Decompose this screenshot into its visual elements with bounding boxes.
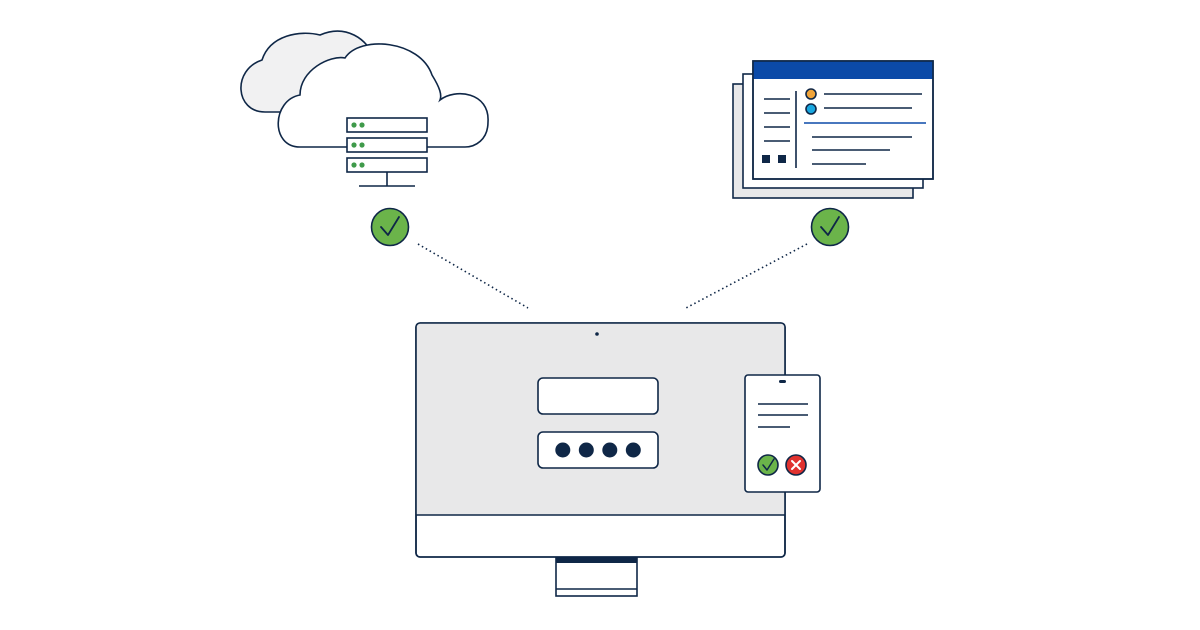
connector-cloud-to-desktop (417, 243, 529, 309)
deny-x-icon[interactable] (785, 454, 807, 476)
cloud-server-icon (240, 30, 489, 187)
server-rack-icon (346, 117, 428, 187)
app-window-stack-icon (732, 60, 934, 199)
password-dot (625, 442, 641, 458)
mobile-phone-icon (744, 374, 821, 493)
cyan-dot (805, 103, 817, 115)
password-dots (555, 442, 641, 458)
password-field[interactable] (537, 431, 659, 469)
connector-app-to-desktop (685, 243, 808, 309)
orange-dot (805, 88, 817, 100)
app-check-circle-icon (810, 207, 850, 247)
camera-dot (595, 332, 599, 336)
username-field[interactable] (537, 377, 659, 415)
cloud-check-circle-icon (370, 207, 410, 247)
connectors (417, 243, 808, 309)
phone-speaker (779, 380, 786, 383)
password-dot (602, 442, 618, 458)
password-dot (578, 442, 594, 458)
approve-check-icon[interactable] (757, 454, 779, 476)
password-dot (555, 442, 571, 458)
login-form (537, 377, 659, 469)
